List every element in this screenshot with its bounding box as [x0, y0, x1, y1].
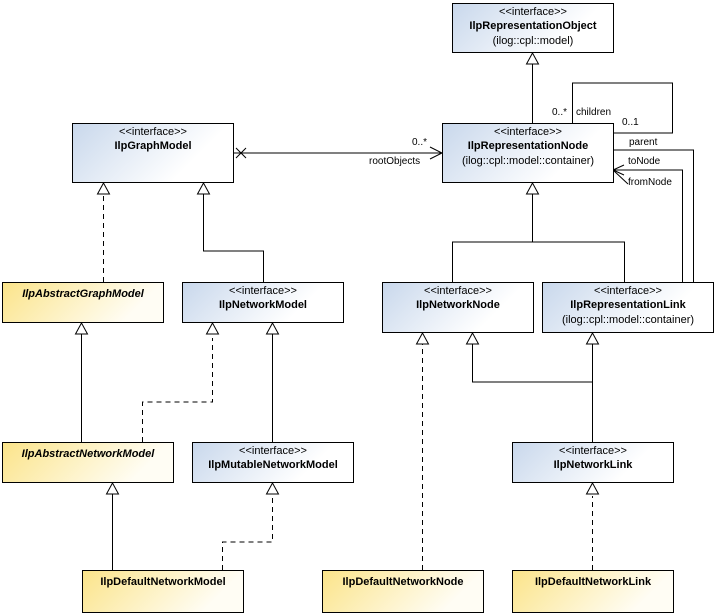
class-box-graph-model[interactable]: <<interface>> IlpGraphModel [72, 123, 234, 183]
stereotype-label: <<interface>> [119, 126, 187, 138]
class-box-network-node[interactable]: <<interface>> IlpNetworkNode [382, 282, 534, 333]
inheritance-arrowhead [525, 181, 540, 195]
class-box-mutable-network-model[interactable]: <<interface>> IlpMutableNetworkModel [192, 442, 354, 483]
stereotype-label: <<interface>> [494, 126, 562, 138]
inheritance-arrowhead [465, 331, 480, 345]
tonode-role: toNode [628, 156, 661, 167]
class-box-abstract-graph-model[interactable]: IlpAbstractGraphModel [2, 282, 164, 323]
inheritance-arrowhead [196, 181, 211, 195]
parent-multiplicity: 0..1 [622, 117, 639, 128]
non-navigable-cross [235, 147, 247, 159]
edge-default-model-realizes [222, 496, 273, 570]
inheritance-arrowhead [105, 481, 120, 495]
class-name: IlpNetworkNode [416, 299, 500, 311]
class-box-representation-node[interactable]: <<interface>> IlpRepresentationNode (ilo… [442, 123, 614, 183]
inheritance-arrowhead [205, 321, 220, 335]
class-name: IlpDefaultNetworkNode [342, 576, 464, 588]
class-name: IlpAbstractNetworkModel [21, 448, 155, 460]
class-box-default-network-node[interactable]: IlpDefaultNetworkNode [322, 570, 484, 613]
class-name: IlpRepresentationNode [467, 140, 589, 152]
edge-children-association [572, 82, 673, 134]
edge-parent-association [613, 149, 694, 282]
stereotype-label: <<interface>> [594, 285, 662, 297]
edge-fromnode-association [612, 169, 629, 185]
package-name: (ilog::cpl::model::container) [561, 314, 695, 326]
class-box-default-network-model[interactable]: IlpDefaultNetworkModel [82, 570, 244, 613]
edge-tonode-association [613, 169, 683, 282]
inheritance-arrowhead [585, 481, 600, 495]
rootobjects-multiplicity: 0..* [412, 137, 428, 148]
package-name: (ilog::cpl::model) [492, 35, 574, 47]
inheritance-arrowhead [74, 321, 89, 335]
stereotype-label: <<interface>> [229, 285, 297, 297]
fromnode-role: fromNode [628, 177, 672, 188]
class-box-abstract-network-model[interactable]: IlpAbstractNetworkModel [2, 442, 174, 483]
edge-abstract-network-realizes [142, 338, 213, 442]
package-name: (ilog::cpl::model::container) [461, 155, 595, 167]
stereotype-label: <<interface>> [239, 445, 307, 457]
inheritance-arrowhead [585, 331, 600, 345]
class-name: IlpDefaultNetworkModel [100, 576, 226, 588]
rootobjects-role: rootObjects [369, 156, 421, 167]
edge-representation-hierarchy [452, 209, 625, 282]
edge-network-link-extends [472, 344, 593, 442]
class-name: IlpDefaultNetworkLink [534, 576, 652, 588]
edge-network-model-extends [203, 194, 264, 282]
class-name: IlpNetworkModel [218, 299, 307, 311]
inheritance-arrowhead [265, 481, 280, 495]
inheritance-arrowhead [96, 181, 111, 195]
class-name: IlpMutableNetworkModel [208, 459, 338, 471]
inheritance-arrowhead [265, 321, 280, 335]
class-name: IlpGraphModel [114, 140, 192, 152]
class-box-representation-link[interactable]: <<interface>> IlpRepresentationLink (ilo… [542, 282, 714, 333]
class-box-network-model[interactable]: <<interface>> IlpNetworkModel [182, 282, 344, 323]
class-name: IlpAbstractGraphModel [22, 288, 144, 300]
inheritance-arrowhead [415, 331, 430, 345]
parent-role: parent [629, 137, 658, 148]
class-box-network-link[interactable]: <<interface>> IlpNetworkLink [512, 442, 674, 483]
children-role: children [576, 107, 612, 118]
stereotype-label: <<interface>> [499, 6, 567, 18]
class-name: IlpNetworkLink [553, 459, 633, 471]
inheritance-arrowhead [525, 51, 540, 65]
class-name: IlpRepresentationObject [469, 20, 597, 32]
class-box-representation-object[interactable]: <<interface>> IlpRepresentationObject (i… [452, 3, 614, 53]
children-multiplicity: 0..* [552, 107, 568, 118]
class-box-default-network-link[interactable]: IlpDefaultNetworkLink [512, 570, 674, 613]
stereotype-label: <<interface>> [559, 445, 627, 457]
stereotype-label: <<interface>> [424, 285, 492, 297]
class-name: IlpRepresentationLink [570, 299, 686, 311]
